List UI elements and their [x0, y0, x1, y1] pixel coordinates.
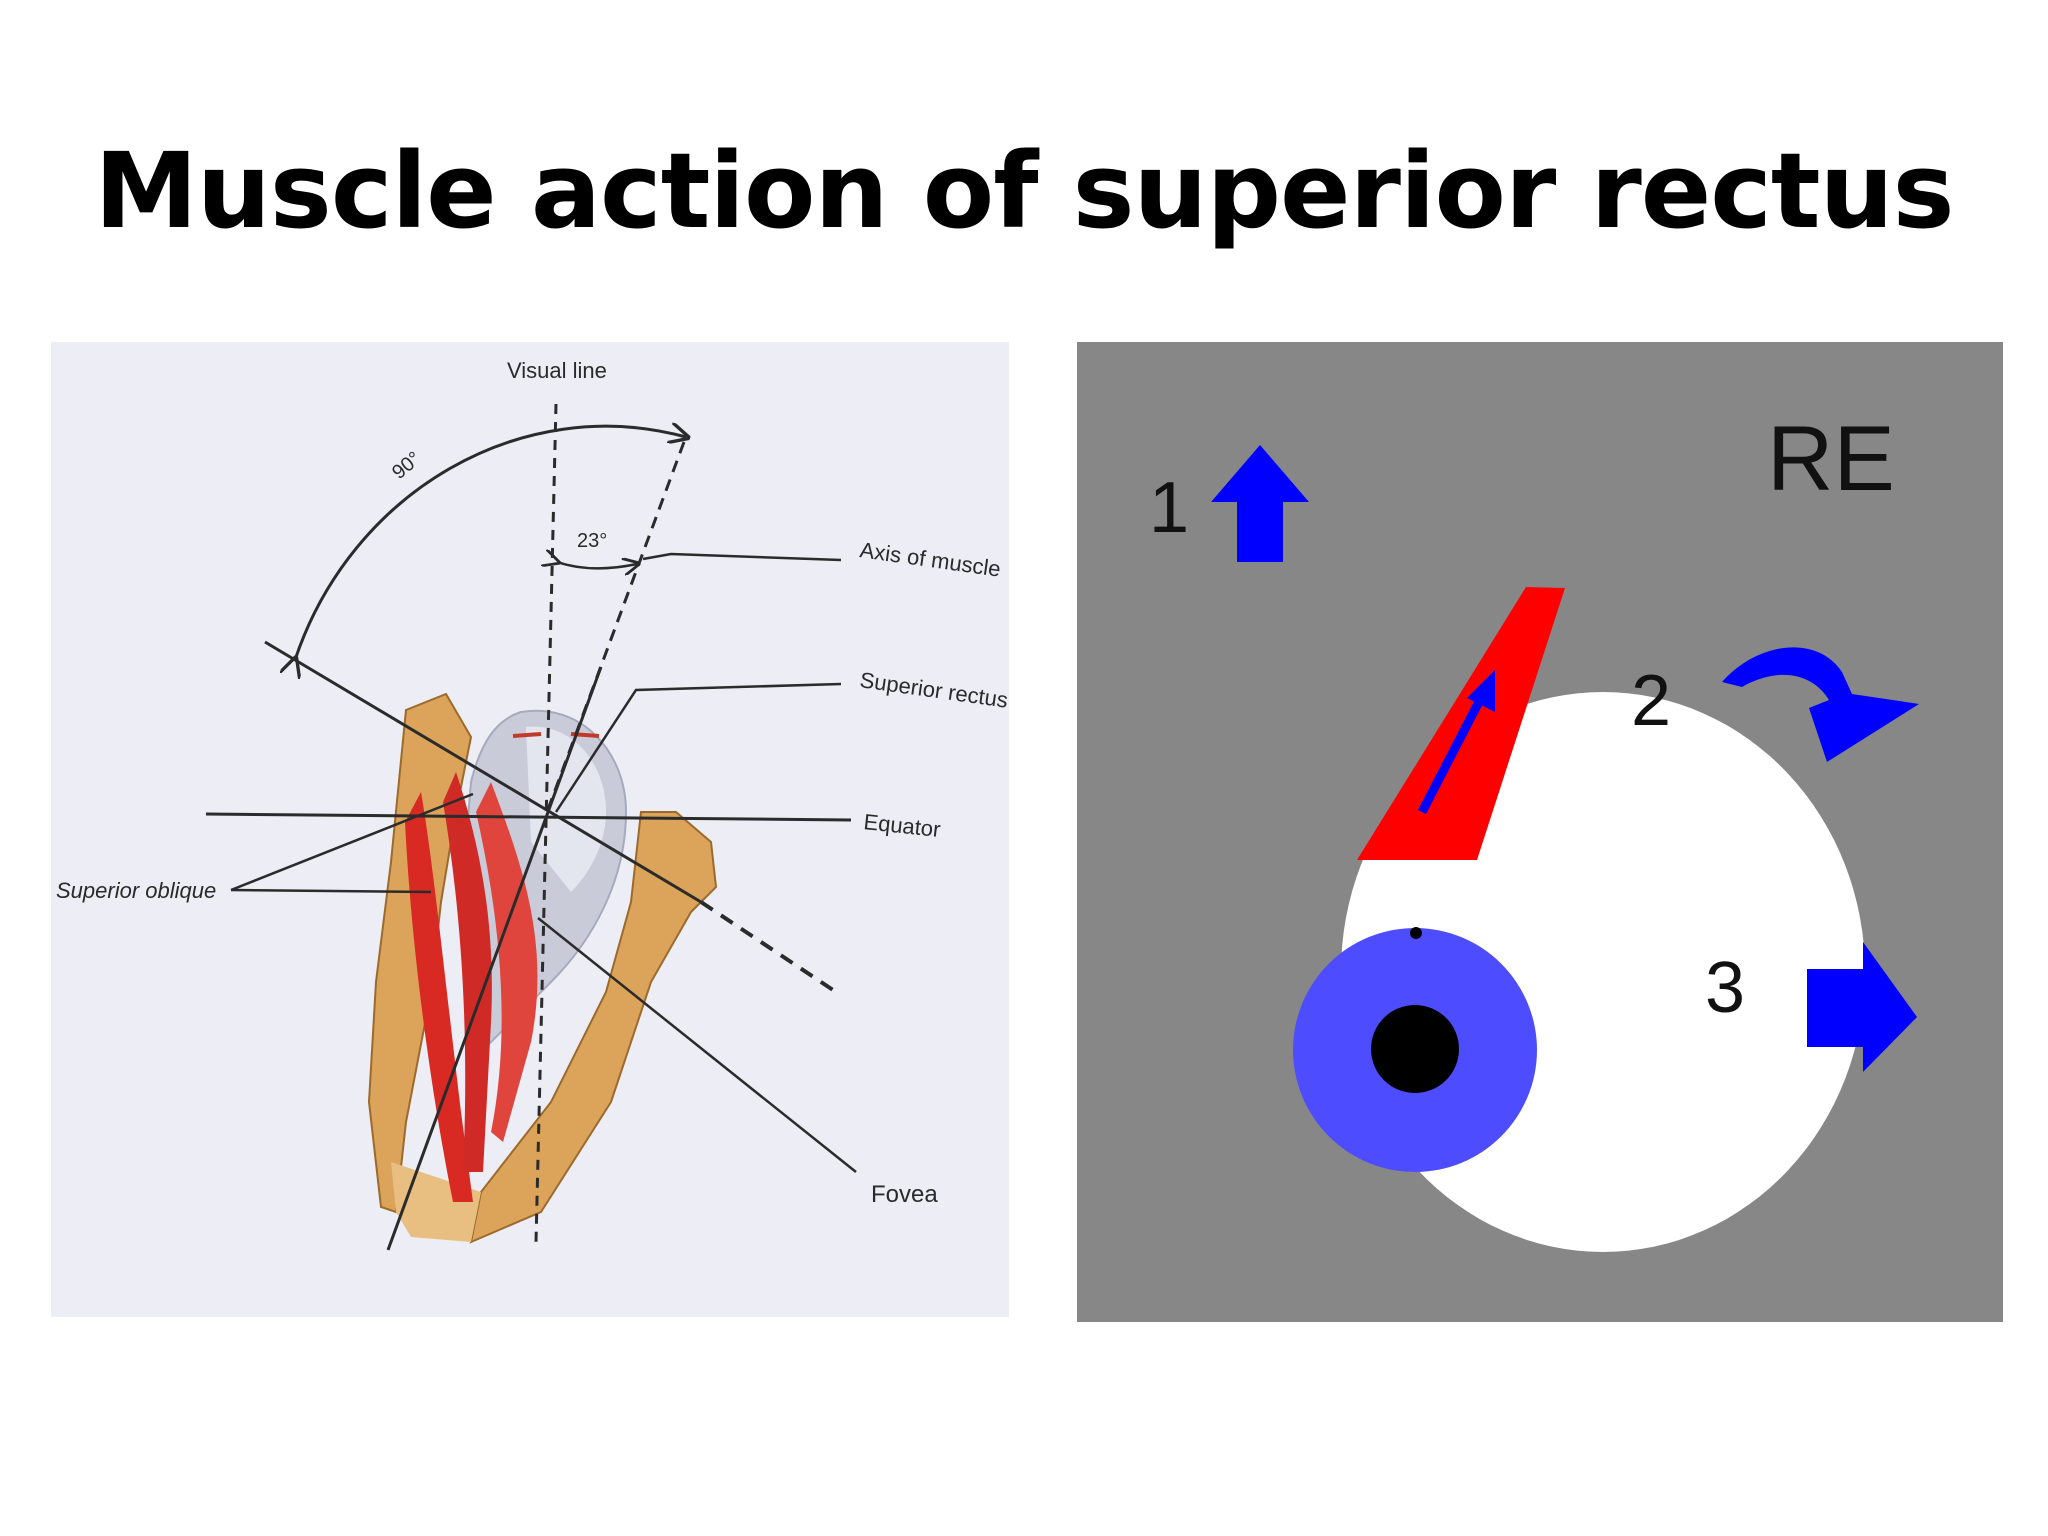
muscle-axis-solid: [386, 666, 603, 1251]
muscle-pull-arrow-icon: [1467, 670, 1495, 712]
schematic-svg: RE 1 2 3: [1077, 342, 2003, 1322]
action-number-1: 1: [1149, 468, 1189, 548]
pupil: [1371, 1005, 1459, 1093]
iris-marker-dot: [1410, 927, 1422, 939]
right-eye-label: RE: [1767, 408, 1895, 510]
arc-90: [295, 426, 686, 660]
lateral-muscle: [476, 782, 538, 1142]
leader-superior-oblique-b: [230, 888, 432, 894]
leader-superior-oblique-a: [230, 792, 474, 892]
superior-rectus-muscle: [443, 772, 492, 1172]
superior-oblique-label: Superior oblique: [56, 878, 216, 903]
orbit-wall-right: [469, 811, 718, 1244]
equator-line: [205, 812, 852, 822]
leader-superior-rectus: [554, 682, 842, 813]
superior-oblique-muscle: [405, 792, 473, 1202]
right-arrow-icon: [1807, 942, 1917, 1072]
action-number-3: 3: [1705, 948, 1745, 1028]
anatomy-svg: Visual line 90° 23° Axis of muscle Super…: [51, 342, 1009, 1317]
perpendicular-axis-dashed: [699, 900, 838, 994]
arc-23: [557, 562, 637, 568]
superior-rectus-muscle: [1357, 587, 1565, 860]
perpendicular-axis: [264, 640, 702, 904]
action-number-2: 2: [1631, 661, 1671, 741]
slide-title: Muscle action of superior rectus: [94, 130, 1954, 252]
up-arrow-icon: [1211, 445, 1309, 562]
visual-line-label: Visual line: [507, 358, 607, 383]
curved-arrow-icon: [1722, 647, 1919, 762]
visual-line: [534, 403, 558, 1243]
muscle-pull-arrow-shaft: [1418, 687, 1489, 815]
anatomy-diagram: Visual line 90° 23° Axis of muscle Super…: [51, 342, 1009, 1317]
leader-fovea: [537, 917, 857, 1173]
schematic-diagram: RE 1 2 3: [1077, 342, 2003, 1322]
leader-axis-of-muscle: [642, 552, 842, 562]
fovea-label: Fovea: [871, 1181, 938, 1208]
angle-23-label: 23°: [577, 530, 607, 552]
